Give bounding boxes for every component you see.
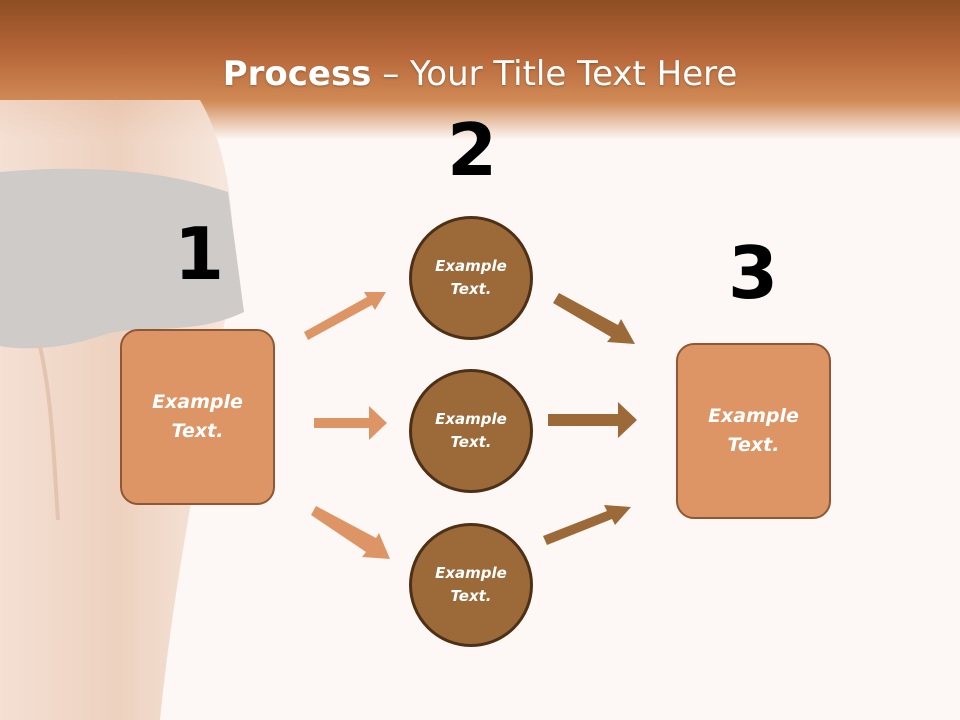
arrow-left-to-mid [314,406,387,440]
process-box-right: Example Text. [676,343,831,519]
title-rest: – Your Title Text Here [371,54,738,94]
arrow-left-to-top [304,292,386,340]
arrow-top-to-right [553,293,635,344]
process-circle-middle: Example Text. [409,369,533,493]
arrow-left-to-bottom [311,506,390,559]
process-circle-top: Example Text. [409,216,533,340]
step-number-1: 1 [173,212,225,296]
process-circle-bottom: Example Text. [409,523,533,647]
arrow-mid-to-right [548,402,637,438]
arrow-bottom-to-right [543,505,631,545]
step-number-2: 2 [446,108,498,192]
step-number-3: 3 [727,231,779,315]
slide-title: Process – Your Title Text Here [0,50,960,98]
title-bold: Process [222,54,372,94]
process-box-left: Example Text. [120,329,275,505]
background-photo [0,100,244,720]
